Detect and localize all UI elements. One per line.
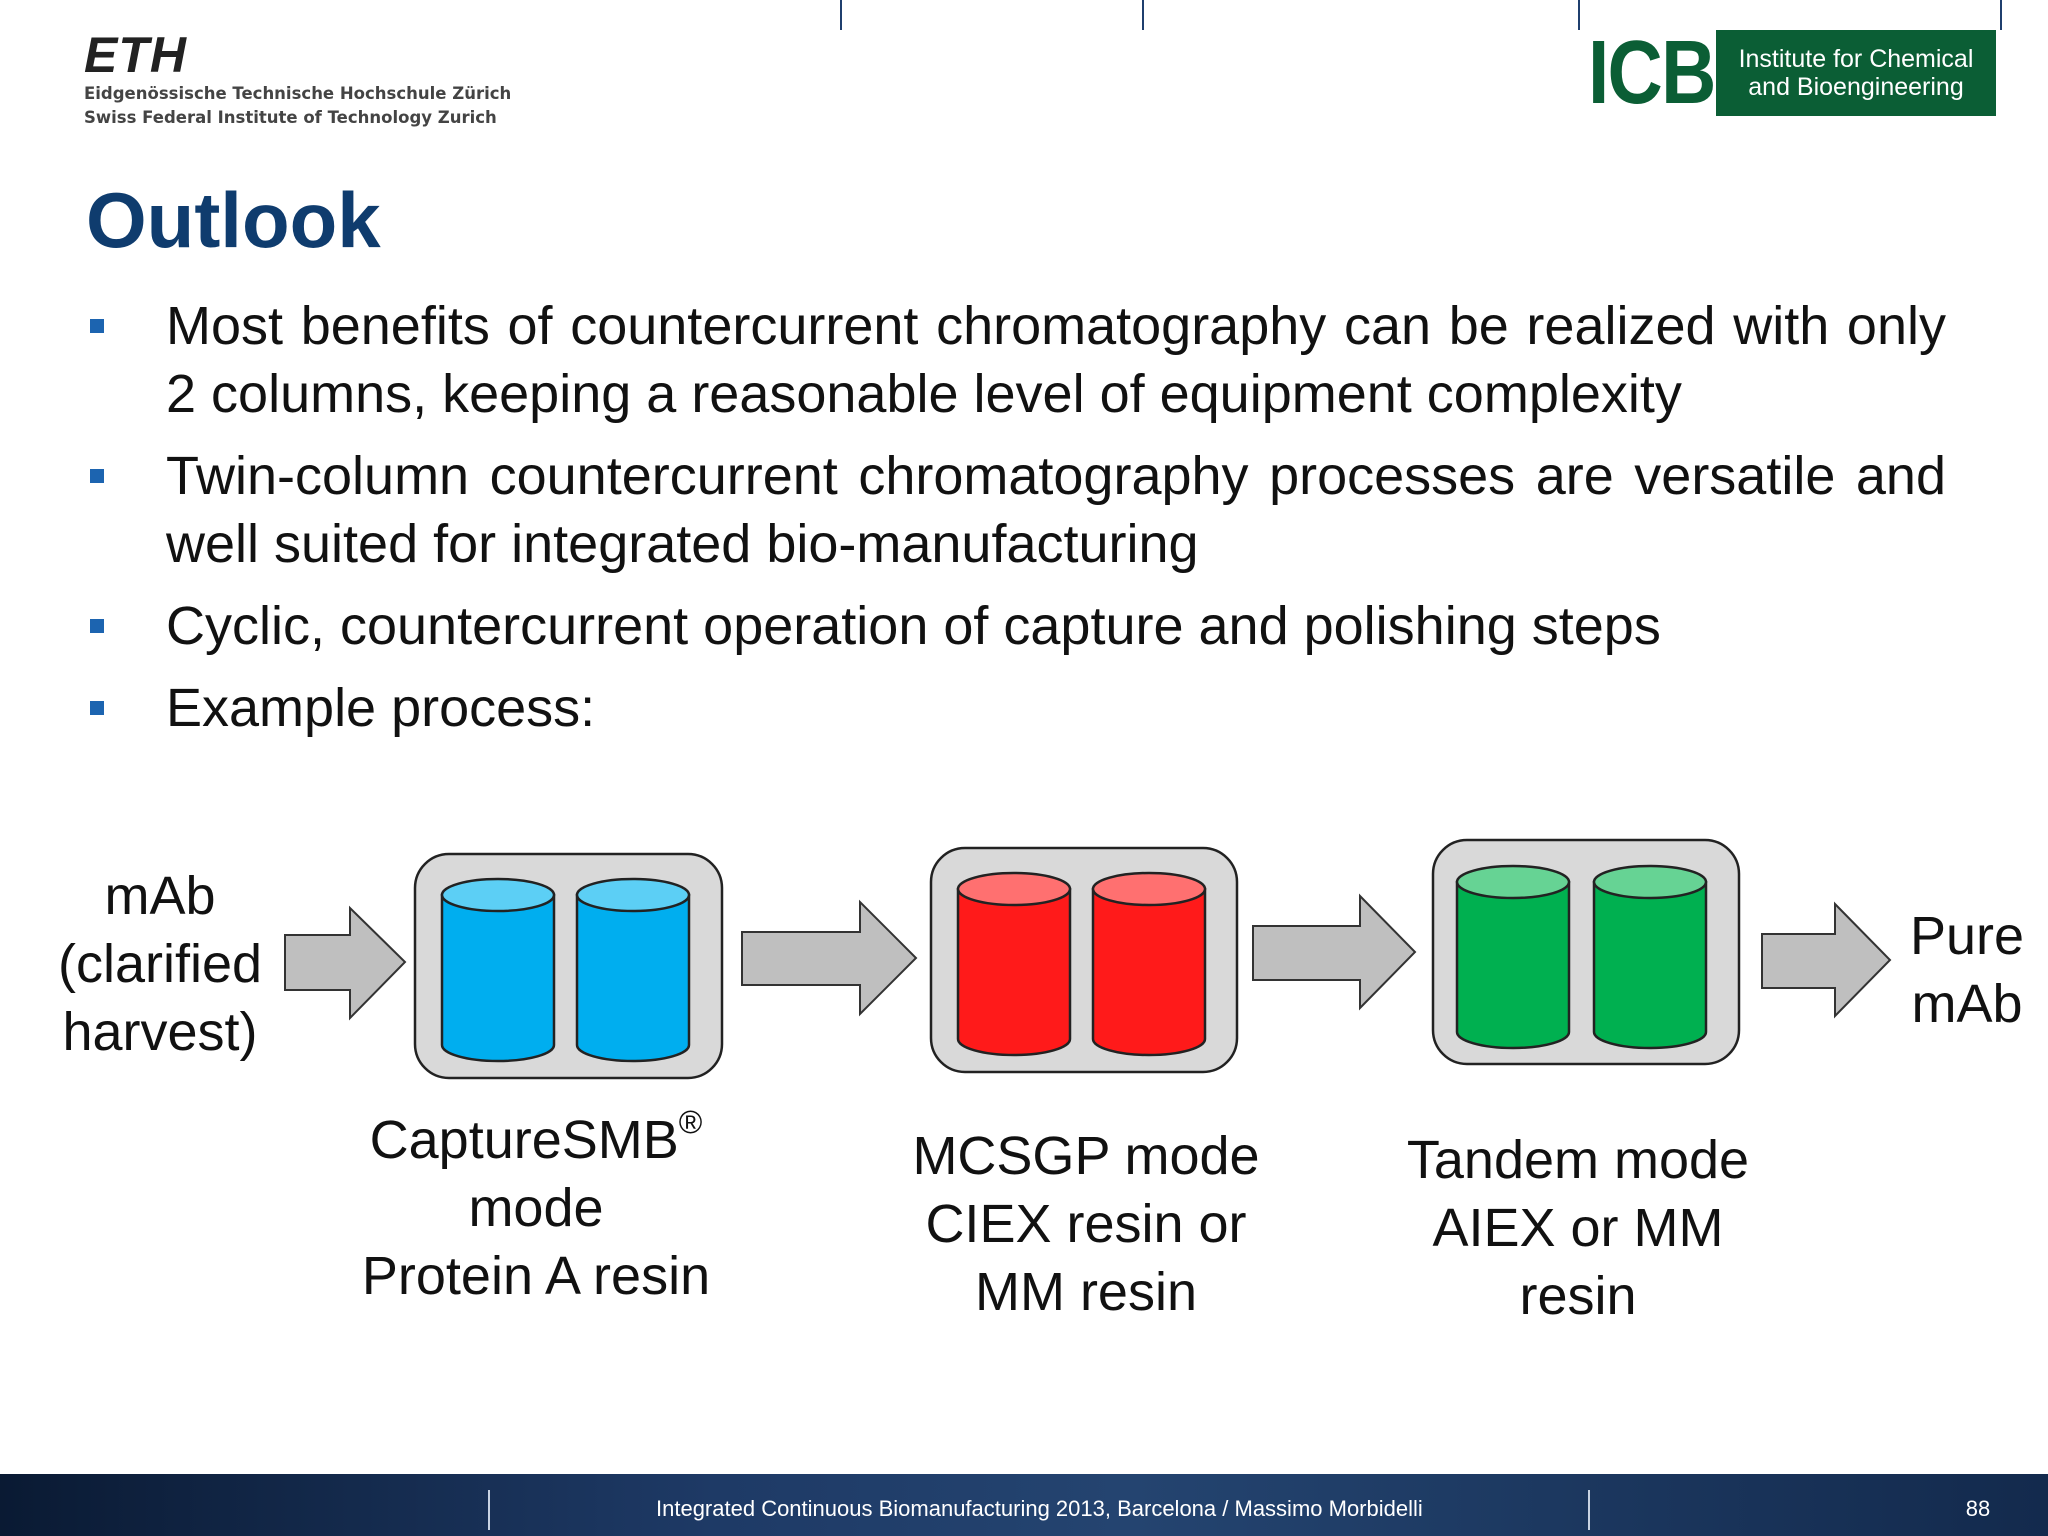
capture-column <box>575 877 691 1063</box>
bullet-text: Cyclic, countercurrent operation of capt… <box>166 596 1661 656</box>
footer-separator <box>1588 1490 1590 1530</box>
footer-bar: Integrated Continuous Biomanufacturing 2… <box>0 1474 2048 1536</box>
bullet-item: Twin-column countercurrent chromatograph… <box>86 442 1946 578</box>
icb-logo: ICB Institute for Chemical and Bioengine… <box>1588 23 1996 123</box>
eth-logo: ETH Eidgenössische Technische Hochschule… <box>84 27 512 140</box>
eth-name-english: Swiss Federal Institute of Technology Zu… <box>84 108 497 127</box>
step-label-line: CIEX resin or <box>925 1194 1247 1254</box>
bullet-text: Twin-column countercurrent chromatograph… <box>166 446 1946 574</box>
capture-step-label: CaptureSMB® mode Protein A resin <box>326 1104 746 1310</box>
tandem-column <box>1592 864 1708 1050</box>
flow-arrow-1 <box>741 899 918 1017</box>
step-label-line: AIEX or MM <box>1432 1198 1724 1258</box>
bullet-item: Example process: <box>86 674 1946 742</box>
bullet-square-icon <box>90 469 104 483</box>
flow-arrow-2 <box>1252 893 1417 1011</box>
flow-arrow-output <box>1761 901 1892 1019</box>
output-label-line: Pure <box>1909 906 2025 966</box>
flow-arrow-input <box>284 905 407 1021</box>
bullet-text: Most benefits of countercurrent chromato… <box>166 296 1946 424</box>
top-tick <box>840 0 842 30</box>
icb-name-line-1: Institute for Chemical <box>1738 45 1974 73</box>
footer-separator <box>488 1490 490 1530</box>
output-label: Pure mAb <box>1892 902 2042 1038</box>
registered-mark: ® <box>678 1104 703 1140</box>
icb-wordmark: ICB <box>1588 23 1716 123</box>
input-label: mAb (clarified harvest) <box>40 862 280 1066</box>
capture-column <box>440 877 556 1063</box>
bullet-square-icon <box>90 701 104 715</box>
footer-text: Integrated Continuous Biomanufacturing 2… <box>656 1496 1423 1521</box>
step-label-line: Tandem mode <box>1406 1130 1750 1190</box>
bullet-text: Example process: <box>166 678 596 738</box>
tandem-step-label: Tandem mode AIEX or MM resin <box>1368 1126 1788 1330</box>
tandem-column <box>1455 864 1571 1050</box>
bullet-item: Most benefits of countercurrent chromato… <box>86 292 1946 428</box>
step-label-line: CaptureSMB® <box>326 1104 746 1174</box>
mcsgp-step-label: MCSGP mode CIEX resin or MM resin <box>876 1122 1296 1326</box>
step-label-line: mode <box>468 1178 604 1238</box>
input-label-line: mAb <box>104 866 216 926</box>
output-label-line: mAb <box>1911 974 2023 1034</box>
polishing-column <box>1091 871 1207 1057</box>
icb-name-box: Institute for Chemical and Bioengineerin… <box>1716 30 1996 116</box>
top-tick <box>1578 0 1580 30</box>
bullet-item: Cyclic, countercurrent operation of capt… <box>86 592 1946 660</box>
eth-wordmark: ETH <box>84 27 187 83</box>
top-tick <box>1142 0 1144 30</box>
page-number: 88 <box>1965 1496 1991 1521</box>
slide-title: Outlook <box>86 176 381 264</box>
step-label-line: MCSGP mode <box>912 1126 1260 1186</box>
icb-name-line-2: and Bioengineering <box>1748 73 1964 101</box>
bullet-square-icon <box>90 319 104 333</box>
bullet-list: Most benefits of countercurrent chromato… <box>86 292 1946 756</box>
eth-name-german: Eidgenössische Technische Hochschule Zür… <box>84 84 512 103</box>
step-label-line: Protein A resin <box>361 1246 711 1306</box>
input-label-line: harvest) <box>62 1002 258 1062</box>
step-label-line: MM resin <box>974 1262 1197 1322</box>
step-label-line: resin <box>1519 1266 1637 1326</box>
top-tick <box>2000 0 2002 30</box>
bullet-square-icon <box>90 619 104 633</box>
step-label-name: CaptureSMB <box>369 1110 679 1170</box>
input-label-line: (clarified <box>57 934 263 994</box>
polishing-column <box>956 871 1072 1057</box>
